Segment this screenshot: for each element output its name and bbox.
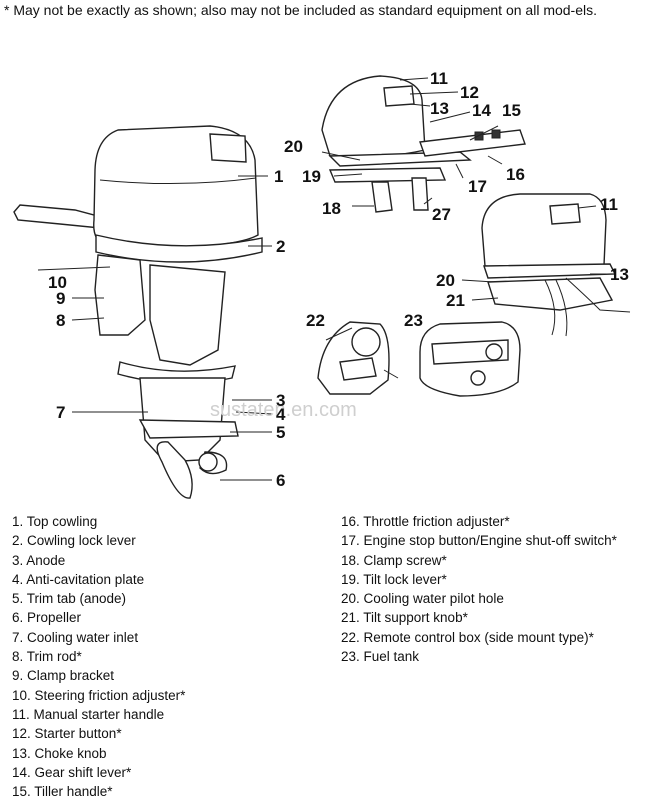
legend-item: 17. Engine stop button/Engine shut-off s… [341, 533, 617, 549]
legend-item: 22. Remote control box (side mount type)… [341, 629, 594, 645]
legend-item: 18. Clamp screw* [341, 552, 447, 568]
callout-18: 18 [322, 199, 341, 218]
legend-item: 20. Cooling water pilot hole [341, 591, 504, 607]
legend-item: 5. Trim tab (anode) [12, 591, 127, 607]
legend-item: 21. Tilt support knob* [341, 610, 468, 626]
legend-item: 11. Manual starter handle [12, 706, 165, 722]
legend-item: 2. Cowling lock lever [12, 533, 136, 549]
callout-23: 23 [404, 311, 423, 330]
watermark: sustaten.en.com [210, 399, 357, 421]
legend-item: 3. Anode [12, 552, 66, 568]
tiller-model-detail [321, 75, 526, 213]
callout-15: 15 [502, 101, 521, 120]
legend-right-column: 16. Throttle friction adjuster* 17. Engi… [341, 512, 617, 666]
callout-13-remote: 13 [610, 265, 629, 284]
callout-12: 12 [460, 83, 479, 102]
legend-item: 1. Top cowling [12, 514, 98, 529]
legend-item: 4. Anti-cavitation plate [12, 571, 145, 587]
callout-11-remote: 11 [600, 195, 618, 214]
callout-5: 5 [276, 423, 285, 442]
remote-model-detail [461, 193, 631, 337]
callout-9: 9 [56, 289, 65, 308]
legend-item: 14. Gear shift lever* [12, 764, 132, 780]
callout-1: 1 [274, 167, 283, 186]
outboard-motor-diagram: sustaten.en.com 1 2 3 4 5 6 7 8 9 10 11 … [13, 69, 631, 499]
callout-3: 3 [276, 391, 285, 410]
callout-14: 14 [472, 101, 491, 120]
callout-20-remote: 20 [436, 271, 455, 290]
callout-2: 2 [276, 237, 285, 256]
legend-item: 10. Steering friction adjuster* [12, 687, 186, 703]
footnote: * May not be exactly as shown; also may … [4, 2, 597, 18]
callout-19: 19 [302, 167, 321, 186]
callout-16: 16 [506, 165, 525, 184]
legend-item: 9. Clamp bracket [12, 668, 115, 684]
callout-11-tiller: 11 [430, 69, 448, 88]
legend-item: 8. Trim rod* [12, 649, 82, 665]
legend-item: 19. Tilt lock lever* [341, 571, 447, 587]
legend-item: 13. Choke knob [12, 745, 107, 761]
legend-item: 6. Propeller [12, 610, 82, 626]
legend-left-column: 1. Top cowling 2. Cowling lock lever 3. … [12, 512, 185, 801]
callout-7: 7 [56, 403, 65, 422]
callout-8: 8 [56, 311, 65, 330]
legend-item: 15. Tiller handle* [12, 784, 113, 800]
callout-4: 4 [276, 405, 286, 424]
legend-item: 7. Cooling water inlet [12, 629, 139, 645]
callout-21: 21 [446, 291, 465, 310]
legend-item: 16. Throttle friction adjuster* [341, 514, 510, 529]
callout-22: 22 [306, 311, 325, 330]
fuel-tank [419, 321, 521, 397]
main-motor-illustration [13, 125, 273, 499]
callout-10: 10 [48, 273, 67, 292]
remote-control-box [317, 321, 399, 395]
callout-6: 6 [276, 471, 285, 490]
legend-item: 12. Starter button* [12, 726, 122, 742]
callout-20-tiller: 20 [284, 137, 303, 156]
callout-17: 17 [468, 177, 487, 196]
callout-13-tiller: 13 [430, 99, 449, 118]
callout-27: 27 [432, 205, 451, 224]
legend-item: 23. Fuel tank [341, 649, 420, 665]
